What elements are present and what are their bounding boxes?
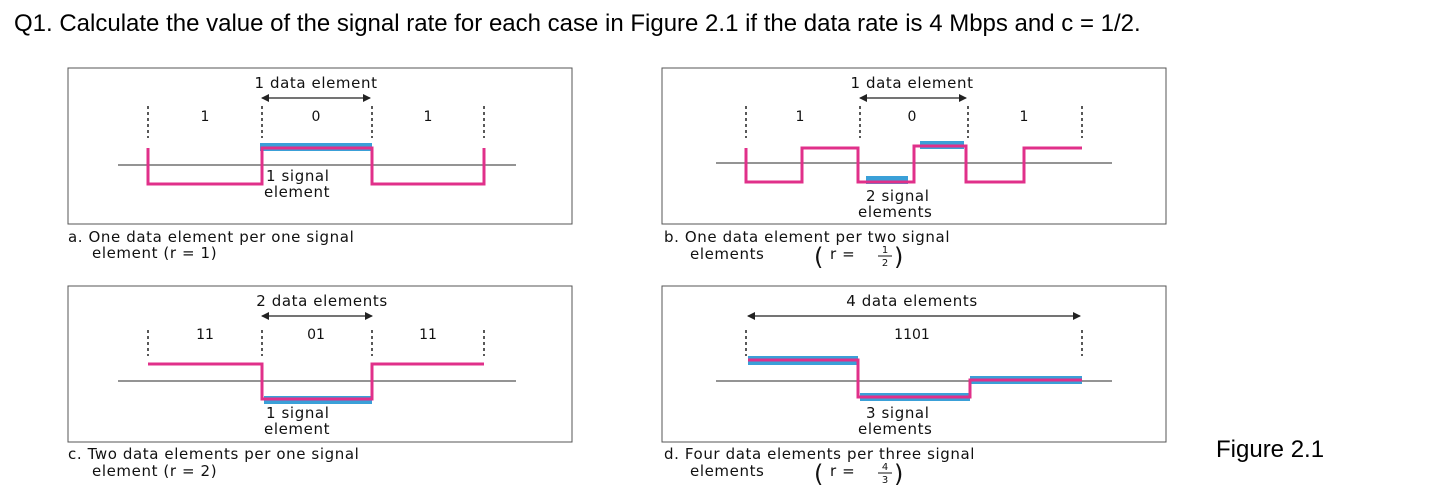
panel-a-signal xyxy=(146,146,486,186)
panel-d-caption-1: d. Four data elements per three signal xyxy=(664,445,975,463)
panel-d-frame xyxy=(661,285,1167,443)
panel-d-signal-label-1: 3 signal xyxy=(866,404,929,422)
panel-b-bit-3: 1 xyxy=(1020,109,1029,125)
panel-b-bit-2: 0 xyxy=(908,109,917,125)
panel-d-caption-2: elements xyxy=(690,462,764,480)
panel-c-ticks xyxy=(147,330,485,356)
panel-c-signal-label-2: element xyxy=(264,420,330,438)
panel-a-caption-1: a. One data element per one signal xyxy=(68,228,354,246)
panel-b-frame xyxy=(661,67,1167,225)
panel-a-bit-2: 0 xyxy=(312,109,321,125)
panel-c-header: 2 data elements xyxy=(256,292,388,310)
panel-c-bits-2: 01 xyxy=(307,327,325,343)
panel-a-frame xyxy=(67,67,573,225)
panel-a-signal-label-2: element xyxy=(264,183,330,201)
panel-d-ratio-num: 4 xyxy=(882,462,888,473)
panel-a-bit-3: 1 xyxy=(424,109,433,125)
panel-c-bits-1: 11 xyxy=(196,327,214,343)
panel-b-ratio-open: ( xyxy=(814,243,823,271)
panel-d-bits: 1101 xyxy=(894,327,930,343)
panel-c-caption-1: c. Two data elements per one signal xyxy=(68,445,359,463)
panel-c-bits-3: 11 xyxy=(419,327,437,343)
panel-a-bit-1: 1 xyxy=(201,109,210,125)
panel-d-header: 4 data elements xyxy=(846,292,978,310)
figure-label: Figure 2.1 xyxy=(1216,436,1325,463)
panel-d-ticks xyxy=(745,330,1083,356)
panel-d-ratio-close: ) xyxy=(894,460,903,488)
panel-b-signal-label-1: 2 signal xyxy=(866,187,929,205)
panel-a-signal-label-1: 1 signal xyxy=(266,167,329,185)
panel-a: 1 data element 1 0 1 1 signal element a.… xyxy=(67,67,573,262)
panel-b-signal-label-2: elements xyxy=(858,203,932,221)
panel-a-header: 1 data element xyxy=(254,74,377,92)
panel-d-signal-label-2: elements xyxy=(858,420,932,438)
panel-d-ratio-open: ( xyxy=(814,460,823,488)
panel-d-signal xyxy=(748,358,1082,399)
panel-b-caption-1: b. One data element per two signal xyxy=(664,228,950,246)
panel-b-ratio-close: ) xyxy=(894,243,903,271)
panel-c-frame xyxy=(67,285,573,443)
panel-a-caption-2: element (r = 1) xyxy=(92,244,217,262)
panel-c-signal xyxy=(148,362,484,401)
panel-d: 4 data elements 1101 3 signal elements d… xyxy=(661,285,1167,488)
question-text: Q1. Calculate the value of the signal ra… xyxy=(14,10,1141,37)
panel-b-bit-1: 1 xyxy=(796,109,805,125)
panel-d-ratio-den: 3 xyxy=(882,475,888,486)
panel-c-caption-2: element (r = 2) xyxy=(92,462,217,480)
panel-b: 1 data element 1 0 1 2 signal elements b… xyxy=(661,67,1167,271)
panel-c: 2 data elements 11 01 11 1 signal elemen… xyxy=(67,285,573,480)
panel-b-ratio-den: 2 xyxy=(882,258,888,269)
panel-d-ratio-prefix: r = xyxy=(830,462,855,480)
panel-b-header: 1 data element xyxy=(850,74,973,92)
panel-b-caption-2: elements xyxy=(690,245,764,263)
panel-b-highlight-low xyxy=(866,176,908,184)
panel-a-ticks xyxy=(147,106,485,138)
panel-b-signal xyxy=(744,144,1082,184)
panel-c-signal-label-1: 1 signal xyxy=(266,404,329,422)
panel-b-ratio-prefix: r = xyxy=(830,245,855,263)
panel-b-ratio-num: 1 xyxy=(882,245,888,256)
panel-b-ticks xyxy=(745,106,1083,138)
